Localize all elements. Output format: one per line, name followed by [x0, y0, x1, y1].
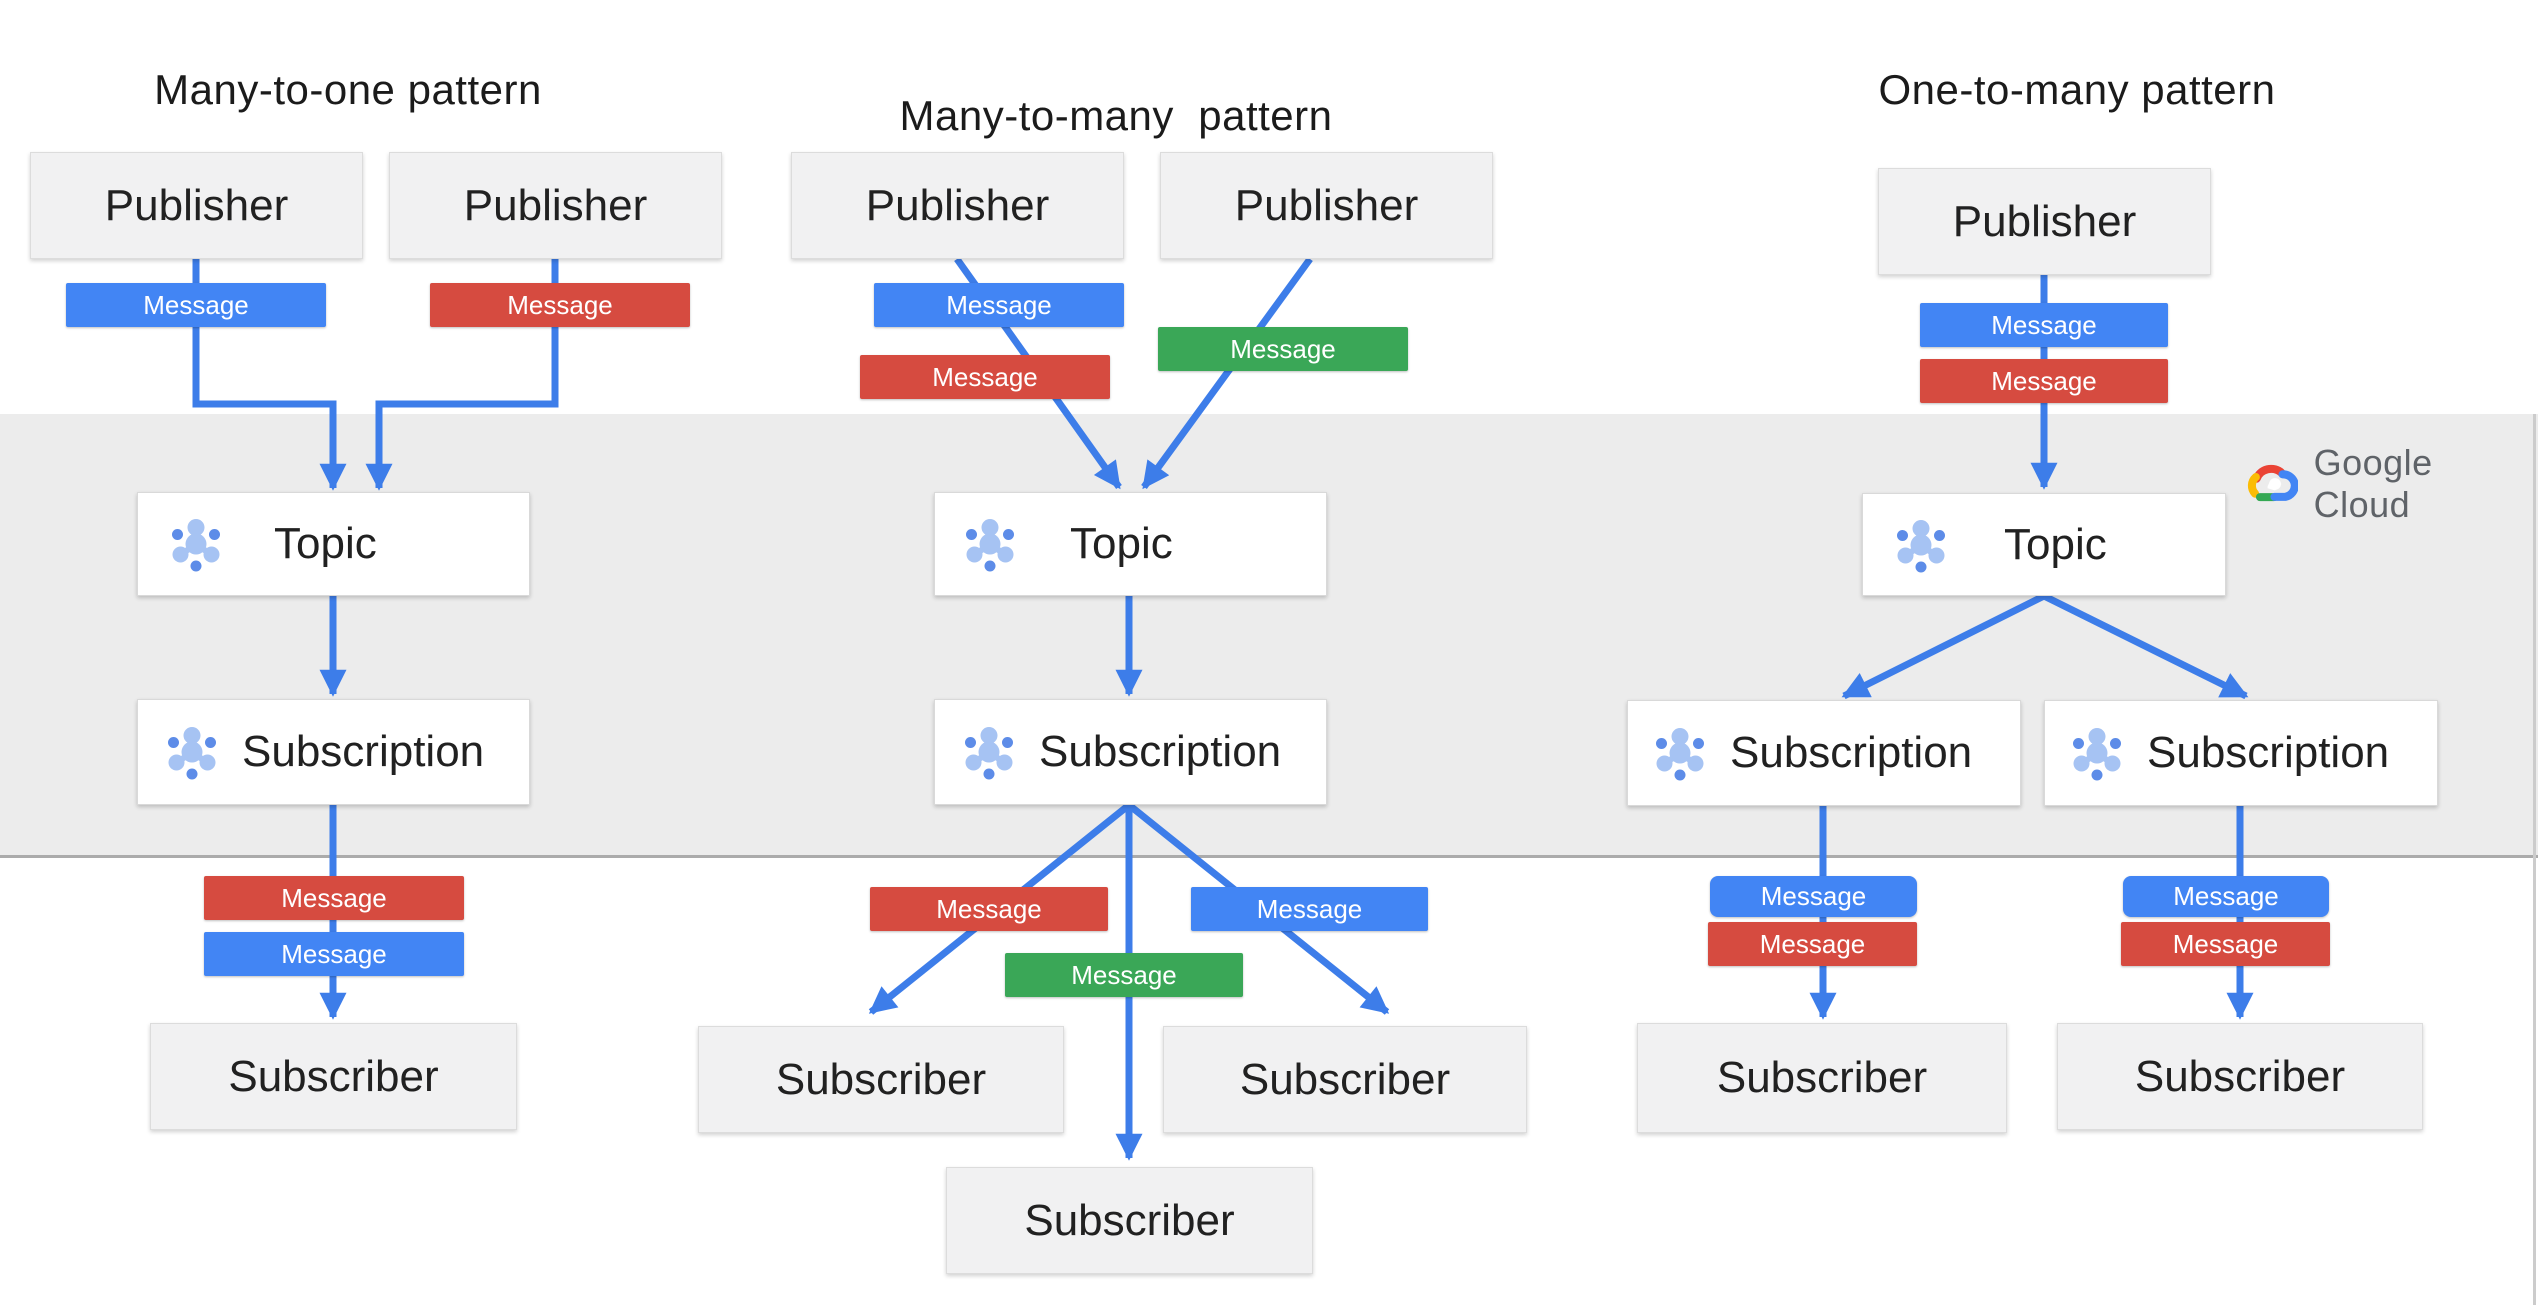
message-badge-blue: Message: [2123, 876, 2329, 917]
message-badge-red: Message: [204, 876, 464, 920]
subscriber-box: Subscriber: [150, 1023, 517, 1130]
message-label: Message: [1256, 893, 1363, 924]
subscriber-label: Subscriber: [1716, 1053, 1928, 1102]
publisher-label: Publisher: [1952, 196, 2137, 246]
message-label: Message: [1991, 309, 2097, 340]
subscriber-label: Subscriber: [775, 1054, 987, 1104]
topic-box: Topic: [934, 492, 1327, 596]
message-badge-blue: Message: [204, 932, 464, 976]
message-badge-blue: Message: [1710, 876, 1917, 917]
subscription-box: Subscription: [934, 699, 1327, 805]
topic-label: Topic: [1070, 519, 1173, 568]
message-badge-red: Message: [430, 283, 690, 327]
google-cloud-logo: Google Cloud: [2246, 442, 2538, 526]
right-edge-divider: [2533, 414, 2536, 1305]
pubsub-subscription-icon: [961, 724, 1017, 780]
subscriber-box: Subscriber: [1637, 1023, 2007, 1133]
publisher-label: Publisher: [1234, 180, 1419, 230]
message-label: Message: [1991, 365, 2097, 396]
topic-box: Topic: [1862, 493, 2226, 596]
message-label: Message: [1071, 959, 1177, 990]
message-badge-blue: Message: [874, 283, 1124, 327]
google-cloud-icon: [2247, 464, 2298, 502]
subscription-label: Subscription: [1039, 727, 1282, 776]
arrow-pub2-to-topic1: [365, 259, 559, 491]
message-label: Message: [936, 893, 1042, 924]
subscriber-box: Subscriber: [698, 1026, 1064, 1133]
arrow-topic3-to-sub-left: [1841, 592, 2046, 700]
pubsub-topic-icon: [168, 516, 224, 572]
message-label: Message: [1759, 928, 1866, 959]
message-label: Message: [281, 938, 387, 969]
publisher-box: Publisher: [389, 152, 722, 259]
column-title-many-to-one: Many-to-one pattern: [154, 66, 542, 113]
publisher-box: Publisher: [1878, 168, 2211, 275]
subscription-box: Subscription: [1627, 700, 2021, 806]
column-title-many-to-many: Many-to-many pattern: [899, 92, 1333, 139]
message-badge-blue: Message: [66, 283, 326, 327]
message-badge-red: Message: [870, 887, 1108, 931]
message-badge-red: Message: [2121, 922, 2330, 966]
publisher-label: Publisher: [463, 180, 648, 230]
topic-label: Topic: [274, 519, 377, 568]
pubsub-topic-icon: [1893, 517, 1949, 573]
pubsub-topic-icon: [962, 516, 1018, 572]
publisher-label: Publisher: [865, 180, 1050, 230]
pubsub-subscription-icon: [2069, 725, 2125, 781]
message-badge-green: Message: [1158, 327, 1408, 371]
subscriber-box: Subscriber: [2057, 1023, 2423, 1130]
message-label: Message: [143, 289, 249, 320]
message-label: Message: [281, 882, 387, 913]
subscription-label: Subscription: [2147, 728, 2390, 777]
topic-box: Topic: [137, 492, 530, 596]
arrow-pub1-to-topic1: [192, 259, 347, 491]
google-cloud-label: Google Cloud: [2313, 442, 2433, 525]
message-label: Message: [2172, 928, 2279, 959]
subscriber-box: Subscriber: [946, 1167, 1313, 1274]
topic-label: Topic: [2004, 519, 2107, 569]
publisher-box: Publisher: [791, 152, 1124, 259]
message-badge-red: Message: [1708, 922, 1917, 966]
column-title-one-to-many: One-to-many pattern: [1878, 66, 2276, 113]
message-badge-blue: Message: [1191, 887, 1428, 931]
subscription-label: Subscription: [1730, 728, 1973, 777]
subscriber-label: Subscriber: [228, 1051, 439, 1101]
subscriber-label: Subscriber: [1239, 1054, 1451, 1104]
message-badge-blue: Message: [1920, 303, 2168, 347]
subscription-box: Subscription: [2044, 700, 2438, 806]
message-label: Message: [1230, 333, 1336, 364]
message-label: Message: [1760, 881, 1867, 911]
subscriber-box: Subscriber: [1163, 1026, 1527, 1133]
subscription-label: Subscription: [242, 727, 485, 776]
message-label: Message: [507, 289, 613, 320]
subscriber-label: Subscriber: [1024, 1195, 1235, 1245]
arrow-topic3-to-sub-right: [2042, 592, 2249, 700]
message-label: Message: [932, 361, 1038, 392]
message-badge-green: Message: [1005, 953, 1243, 997]
publisher-box: Publisher: [1160, 152, 1493, 259]
message-label: Message: [2173, 881, 2279, 911]
message-badge-red: Message: [860, 355, 1110, 399]
publisher-label: Publisher: [104, 180, 289, 230]
message-label: Message: [946, 289, 1052, 320]
subscriber-label: Subscriber: [2134, 1051, 2346, 1101]
pubsub-subscription-icon: [1652, 725, 1708, 781]
subscription-box: Subscription: [137, 699, 530, 805]
publisher-box: Publisher: [30, 152, 363, 259]
message-badge-red: Message: [1920, 359, 2168, 403]
arrow-pub4-to-topic2: [1141, 256, 1313, 490]
pubsub-subscription-icon: [164, 724, 220, 780]
